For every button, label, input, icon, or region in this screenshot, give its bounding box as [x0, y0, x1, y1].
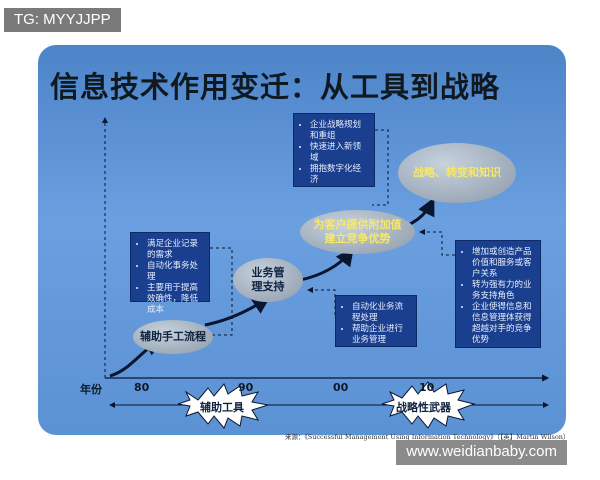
connector-box3: [372, 129, 389, 206]
stage-customer-value-line1: 为客户提供附加值: [313, 218, 402, 231]
axis-tick-90: 90: [238, 381, 254, 394]
source-citation: 来源：《Successful Management Using Informat…: [285, 433, 570, 441]
tag-label: TG: MYYJJPP: [4, 8, 121, 32]
stage-assist-manual: 辅助手工流程: [133, 320, 213, 354]
axis-label-year: 年份: [80, 383, 102, 396]
starburst-p2: [381, 381, 476, 429]
info-box-80s-item: 主要用于提高效确性，降低成本: [147, 283, 203, 316]
stage-business-support-line1: 业务管: [251, 266, 285, 279]
axis-tick-10: 10: [419, 381, 435, 394]
info-box-value: 增加或创造产品价值和服务或客户关系 转为强有力的业务支持角色 企业使得信息和信息…: [455, 240, 541, 348]
stage-strategy: 战略、转变和知识: [398, 143, 516, 203]
starburst-p1: [177, 383, 269, 429]
connector-box1: [210, 247, 233, 336]
growth-curve-3: [299, 247, 354, 282]
info-box-strategy-item: 快速进入新领域: [310, 142, 368, 164]
stage-assist-manual-label: 辅助手工流程: [140, 330, 206, 343]
axis-tick-00: 00: [333, 381, 349, 394]
stage-strategy-label: 战略、转变和知识: [413, 166, 501, 179]
connector-box4: [419, 229, 455, 256]
watermark-label: www.weidianbaby.com: [396, 440, 567, 465]
info-box-value-item: 企业使得信息和信息管理体获得超越对手的竞争优势: [472, 302, 534, 346]
info-box-strategy-item: 拥抱数字化经济: [310, 164, 368, 186]
info-box-strategy-item: 企业战略规划和重组: [310, 120, 368, 142]
stage-business-support-line2: 理支持: [251, 280, 285, 293]
info-box-value-item: 增加或创造产品价值和服务或客户关系: [472, 247, 534, 280]
info-box-80s-item: 自动化事务处理: [147, 261, 203, 283]
info-box-90s-item: 帮助企业进行业务管理: [352, 324, 410, 346]
phase-label-tool: 辅助工具: [200, 401, 244, 414]
stage-customer-value-line2: 建立竞争优势: [324, 232, 391, 245]
slide-title: 信息技术作用变迁：从工具到战略: [50, 70, 501, 104]
info-box-90s: 自动化业务流程处理 帮助企业进行业务管理: [335, 295, 417, 347]
info-box-strategy: 企业战略规划和重组 快速进入新领域 拥抱数字化经济: [293, 113, 375, 187]
stage-customer-value: 为客户提供附加值 建立竞争优势: [300, 210, 415, 254]
axis-tick-80: 80: [134, 381, 150, 394]
stage-business-support: 业务管 理支持: [233, 258, 303, 302]
info-box-value-item: 转为强有力的业务支持角色: [472, 280, 534, 302]
info-box-90s-item: 自动化业务流程处理: [352, 302, 410, 324]
growth-curve-2: [204, 296, 271, 327]
info-box-80s-item: 满足企业记录的需求: [147, 239, 203, 261]
info-box-80s: 满足企业记录的需求 自动化事务处理 主要用于提高效确性，降低成本: [130, 232, 210, 315]
phase-label-strategic: 战略性武器: [396, 401, 451, 414]
connector-box2: [307, 287, 336, 315]
